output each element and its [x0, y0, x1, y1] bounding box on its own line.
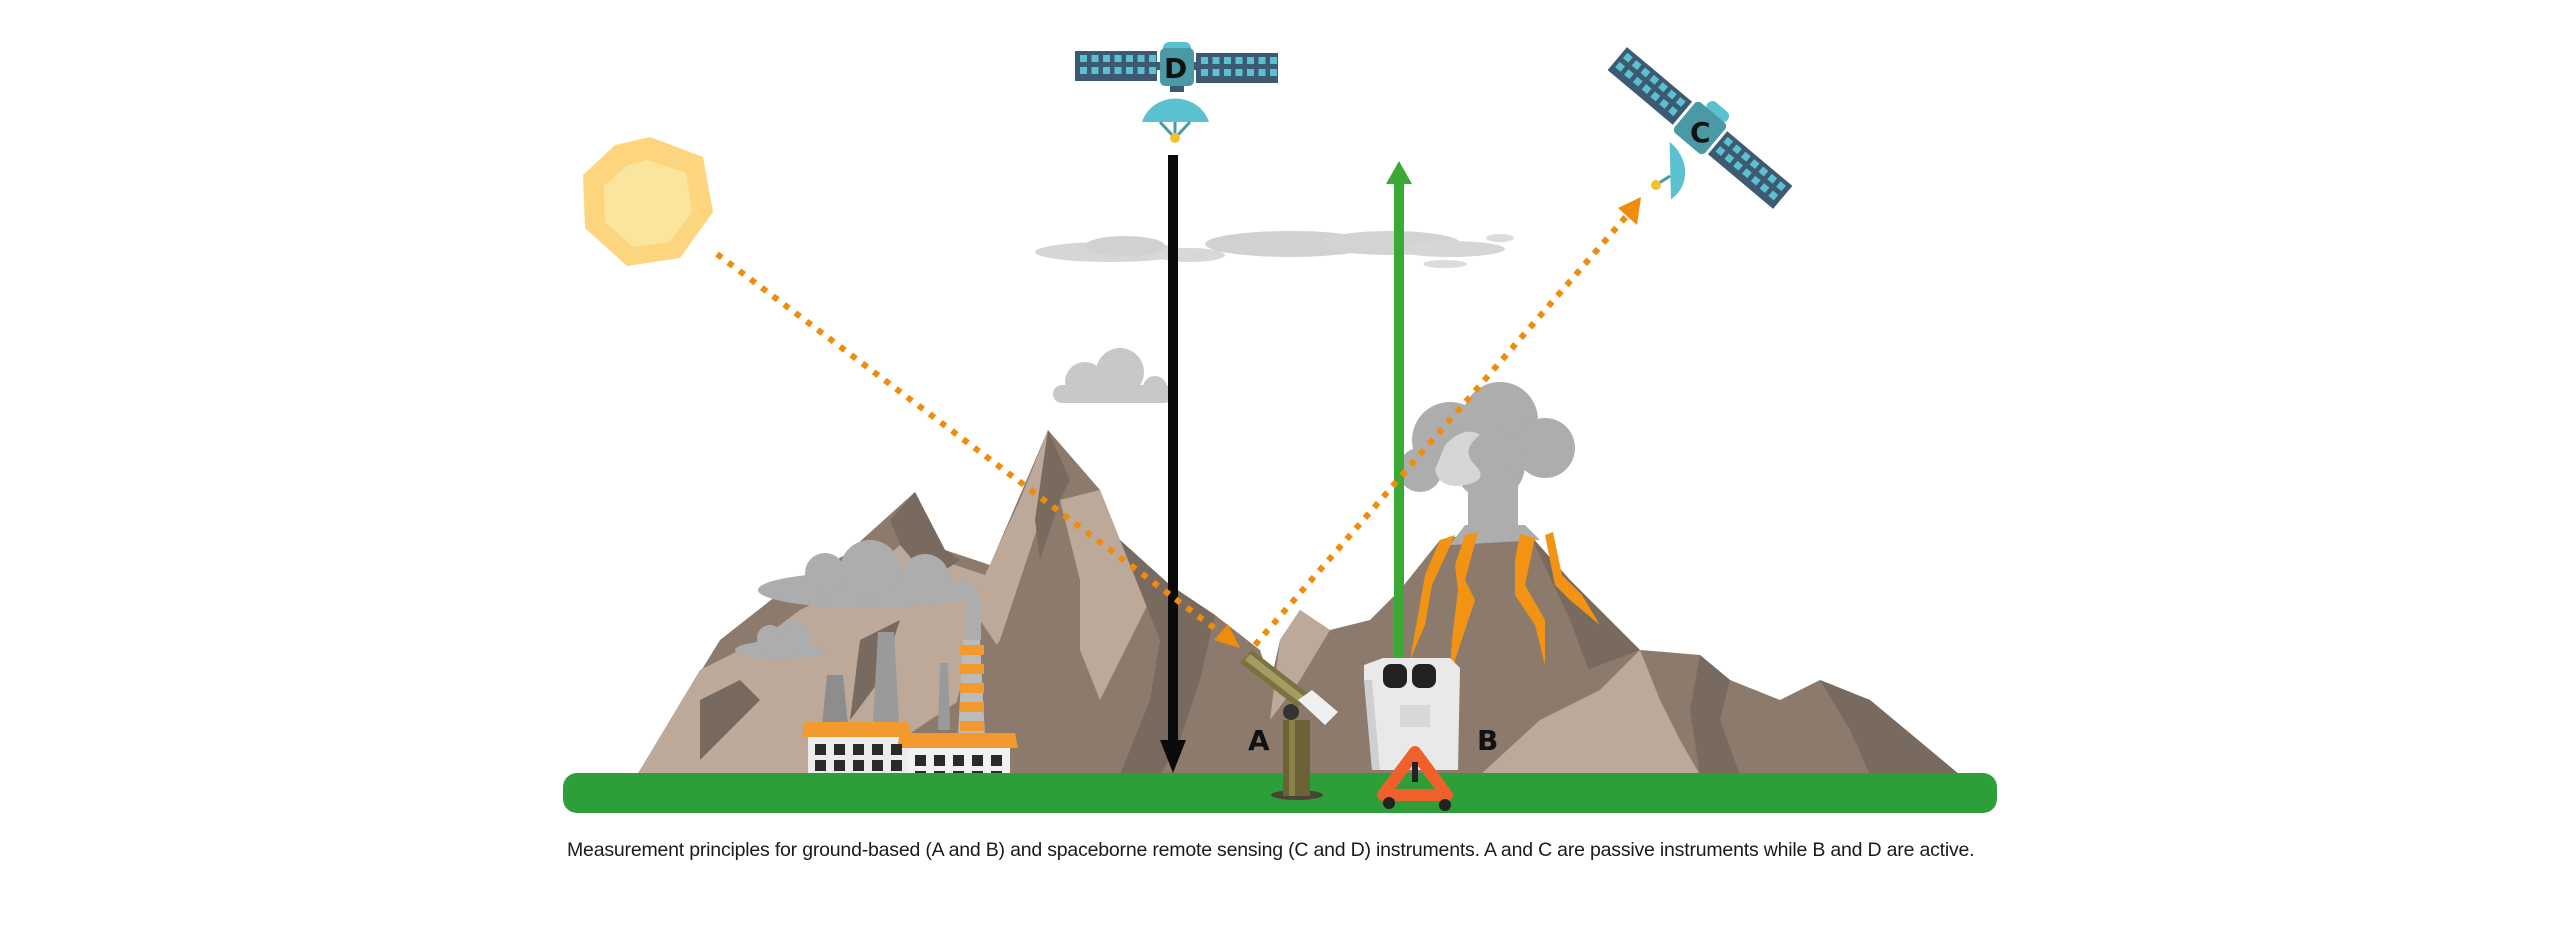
label-d: D [1164, 52, 1187, 85]
solar-cell [1235, 69, 1243, 76]
solar-cell [1126, 67, 1133, 74]
solar-cell [1114, 67, 1122, 74]
factory-window [915, 755, 926, 766]
solar-cell [1091, 67, 1099, 74]
solar-cell [1649, 74, 1660, 85]
solar-cell [1247, 57, 1254, 64]
solar-cell [1114, 55, 1122, 62]
factory-window [834, 744, 845, 755]
solar-cell [1767, 173, 1778, 184]
solar-cell [1212, 69, 1220, 76]
solar-cell [1622, 52, 1633, 63]
sun-icon [583, 137, 713, 266]
volcano-smoke-plume [1398, 382, 1575, 545]
solar-cell [1740, 151, 1751, 162]
solar-cell [1666, 89, 1677, 100]
solar-cell [1758, 166, 1769, 177]
solar-cell [1149, 55, 1156, 62]
factory-window [853, 744, 864, 755]
solar-cell [1080, 55, 1087, 62]
solar-cell [1675, 97, 1686, 107]
solar-cell [1615, 61, 1626, 72]
solar-cell [1235, 57, 1243, 64]
satellite-d-beam-arrow [1160, 155, 1186, 773]
solar-cell [1224, 57, 1231, 64]
factory-window [891, 744, 902, 755]
lava-streams [1410, 532, 1600, 700]
solar-cell [1201, 57, 1208, 64]
solar-cell [1641, 84, 1652, 94]
factory-window [853, 760, 864, 771]
factory-window [972, 755, 983, 766]
solar-cell [1732, 144, 1742, 155]
thin-cloud-layer [1035, 231, 1514, 268]
solar-cell [1137, 67, 1145, 74]
factory-window [953, 755, 964, 766]
factory-window [834, 760, 845, 771]
label-b: B [1477, 724, 1498, 757]
cloud-icon [1053, 348, 1173, 403]
factory-window [991, 755, 1002, 766]
solar-cell [1270, 69, 1277, 76]
lidar-b-beam-arrow [1386, 161, 1412, 662]
solar-cell [1632, 76, 1643, 87]
factory-window [891, 760, 902, 771]
scattered-light-path-arrow [1252, 197, 1641, 647]
instrument-b-lidar [1364, 658, 1460, 811]
solar-cell [1103, 55, 1110, 62]
solar-cell [1640, 67, 1651, 78]
solar-cell [1623, 69, 1634, 80]
factory-window [872, 760, 883, 771]
solar-cell [1723, 136, 1734, 147]
solar-cell [1631, 60, 1642, 70]
solar-cell [1741, 168, 1752, 179]
solar-cell [1733, 160, 1744, 171]
factory-window [815, 744, 826, 755]
figure-caption: Measurement principles for ground-based … [567, 839, 1975, 861]
satellite-d-icon [1075, 42, 1278, 143]
solar-cell [1201, 69, 1208, 76]
label-c: C [1690, 116, 1711, 149]
label-a: A [1248, 724, 1270, 757]
satellite-c-icon [1607, 47, 1793, 209]
instrument-a-spectrometer [1240, 650, 1338, 800]
solar-cell [1270, 57, 1277, 64]
solar-cell [1749, 159, 1760, 169]
factory-window [815, 760, 826, 771]
solar-cell [1759, 183, 1770, 193]
solar-cell [1659, 98, 1670, 109]
solar-cell [1080, 67, 1087, 74]
solar-cell [1258, 57, 1266, 64]
solar-cell [1224, 69, 1231, 76]
solar-cell [1650, 91, 1661, 102]
solar-cell [1668, 106, 1678, 117]
solar-cell [1258, 69, 1266, 76]
solar-cell [1247, 69, 1254, 76]
solar-cell [1776, 181, 1786, 192]
mountain-range-right [1480, 650, 1960, 775]
solar-cell [1126, 55, 1133, 62]
factory-window [872, 744, 883, 755]
solar-cell [1091, 55, 1099, 62]
solar-cell [1750, 175, 1761, 186]
solar-cell [1724, 153, 1735, 164]
factory-window [934, 755, 945, 766]
solar-cell [1715, 146, 1726, 156]
solar-cell [1103, 67, 1110, 74]
satellite-c-dish [1651, 141, 1686, 200]
solar-cell [1768, 190, 1779, 201]
sunlight-path-arrow [715, 251, 1240, 648]
solar-cell [1658, 82, 1669, 93]
solar-cell [1137, 55, 1145, 62]
solar-cell [1212, 57, 1220, 64]
factory-smoke-cloud [735, 540, 981, 659]
solar-cell [1149, 67, 1156, 74]
